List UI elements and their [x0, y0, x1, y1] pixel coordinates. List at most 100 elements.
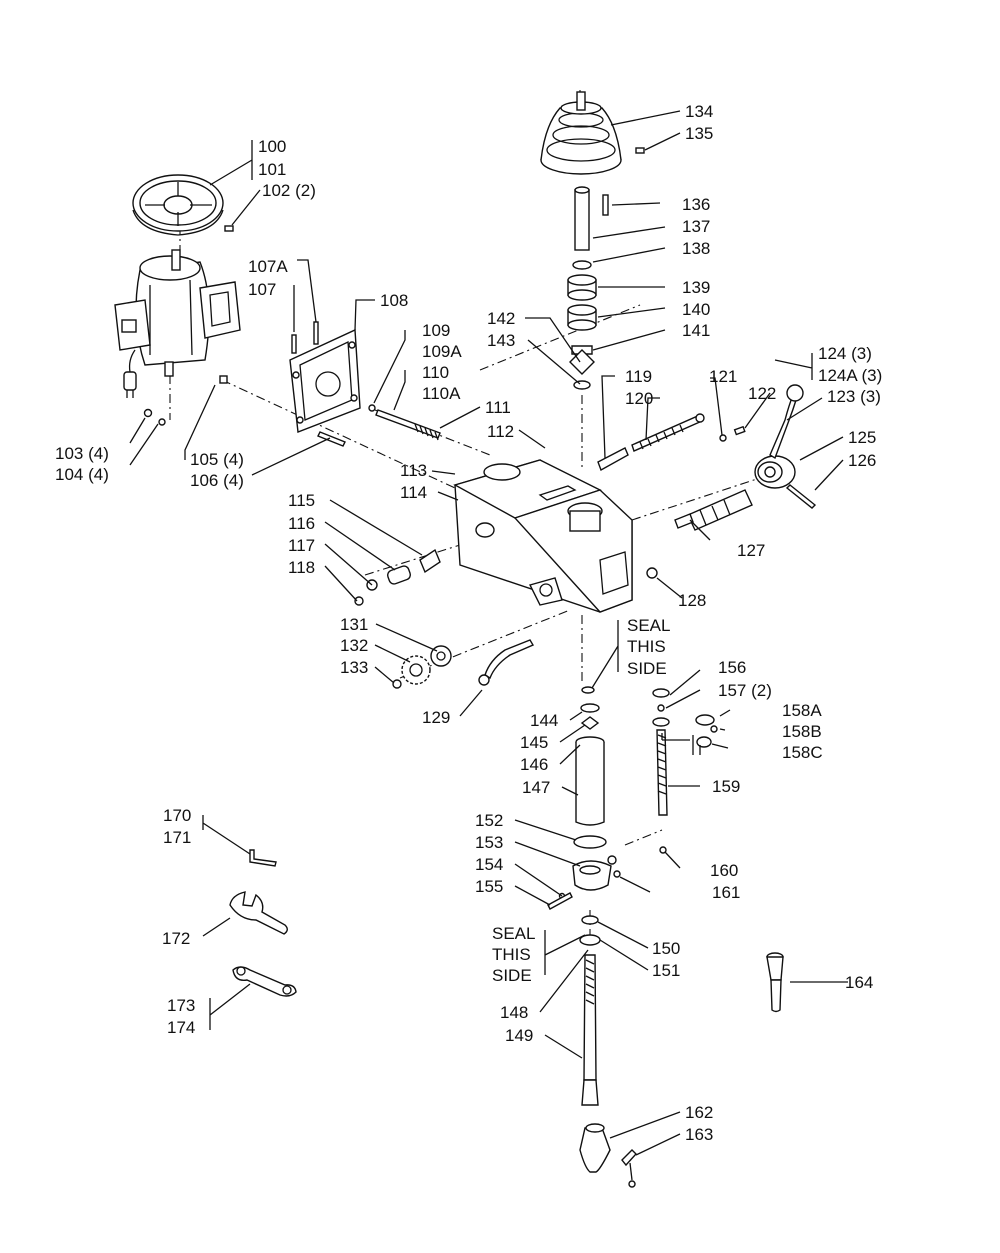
callout-146: 146: [520, 755, 548, 774]
callout-172: 172: [162, 929, 190, 948]
seal-note-top-line2: THIS: [627, 637, 666, 656]
pinion-shaft: [674, 489, 753, 531]
motor-mount-plate: [289, 321, 361, 447]
callout-126: 126: [848, 451, 876, 470]
callout-174: 174: [167, 1018, 195, 1037]
callout-137: 137: [682, 217, 710, 236]
callout-134: 134: [685, 102, 713, 121]
seal-note-top-line3: SIDE: [627, 659, 667, 678]
callout-141: 141: [682, 321, 710, 340]
callout-122: 122: [748, 384, 776, 403]
power-plug: [123, 349, 137, 398]
seal-note-bottom: SEAL THIS SIDE: [492, 924, 535, 985]
depth-stop-rod: [652, 688, 718, 854]
callout-150: 150: [652, 939, 680, 958]
callout-160: 160: [710, 861, 738, 880]
callout-155: 155: [475, 877, 503, 896]
callout-159: 159: [712, 777, 740, 796]
callout-103: 103 (4): [55, 444, 109, 463]
callout-111: 111: [485, 398, 511, 417]
motor-hardware: [143, 225, 234, 426]
callout-162: 162: [685, 1103, 713, 1122]
callout-labels: 100 101 102 (2) 103 (4) 104 (4) 105 (4) …: [55, 102, 882, 1144]
callout-152: 152: [475, 811, 503, 830]
callout-158B: 158B: [782, 722, 822, 741]
spindle-sleeve-stack: [567, 186, 609, 390]
callout-156: 156: [718, 658, 746, 677]
callout-107: 107: [248, 280, 276, 299]
callout-117: 117: [288, 536, 315, 555]
seal-note-top-line1: SEAL: [627, 616, 670, 635]
callout-163: 163: [685, 1125, 713, 1144]
callout-101: 101: [258, 160, 286, 179]
quill-stack: [547, 686, 621, 946]
depth-stop-parts: [354, 548, 441, 606]
spindle-pulley: [540, 91, 645, 175]
callout-110A: 110A: [422, 384, 461, 403]
callout-113: 113: [400, 461, 427, 480]
callout-128: 128: [678, 591, 706, 610]
callout-136: 136: [682, 195, 710, 214]
callout-158A: 158A: [782, 701, 822, 720]
callout-154: 154: [475, 855, 503, 874]
callout-133: 133: [340, 658, 368, 677]
drill-chuck: [579, 1123, 637, 1188]
seal-note-bottom-line1: SEAL: [492, 924, 535, 943]
callout-157: 157 (2): [718, 681, 772, 700]
plug-128: [646, 567, 658, 579]
callout-102: 102 (2): [262, 181, 316, 200]
callout-100: 100: [258, 137, 286, 156]
motor-body: [114, 249, 241, 377]
callout-109: 109: [422, 321, 450, 340]
callout-153: 153: [475, 833, 503, 852]
callout-144: 144: [530, 711, 558, 730]
lever-129: [478, 639, 535, 686]
callout-131: 131: [340, 615, 368, 634]
callout-115: 115: [288, 491, 315, 510]
callout-106: 106 (4): [190, 471, 244, 490]
callout-132: 132: [340, 636, 368, 655]
seal-note-bottom-line3: SIDE: [492, 966, 532, 985]
callout-139: 139: [682, 278, 710, 297]
callout-138: 138: [682, 239, 710, 258]
head-casting: [453, 459, 633, 613]
callout-124: 124 (3): [818, 344, 872, 363]
hex-key: [249, 849, 277, 867]
callout-110: 110: [422, 363, 449, 382]
callout-104: 104 (4): [55, 465, 109, 484]
callout-147: 147: [522, 778, 550, 797]
callout-140: 140: [682, 300, 710, 319]
callout-112: 112: [487, 422, 514, 441]
callout-173: 173: [167, 996, 195, 1015]
callout-143: 143: [487, 331, 515, 350]
callout-107A: 107A: [248, 257, 288, 276]
callout-149: 149: [505, 1026, 533, 1045]
feed-shaft: [597, 413, 746, 472]
feed-hub: [754, 384, 817, 509]
leader-lines: [129, 110, 848, 1156]
callout-135: 135: [685, 124, 713, 143]
adjusting-shaft: [368, 404, 441, 441]
callout-142: 142: [487, 309, 515, 328]
arbor: [766, 952, 784, 1013]
callout-119: 119: [625, 367, 652, 386]
callout-105: 105 (4): [190, 450, 244, 469]
callout-114: 114: [400, 483, 427, 502]
callout-129: 129: [422, 708, 450, 727]
callout-118: 118: [288, 558, 315, 577]
callout-121: 121: [709, 367, 737, 386]
callout-170: 170: [163, 806, 191, 825]
callout-164: 164: [845, 973, 873, 992]
callout-124A: 124A (3): [818, 366, 882, 385]
gear-set: [392, 645, 452, 689]
motor-pulley: [132, 174, 224, 236]
callout-171: 171: [163, 828, 191, 847]
spindle: [581, 954, 599, 1106]
callout-145: 145: [520, 733, 548, 752]
chuck-key-wrench: [232, 966, 297, 997]
spanner-wrench: [229, 891, 288, 935]
seal-note-top: SEAL THIS SIDE: [627, 616, 670, 678]
callout-151: 151: [652, 961, 680, 980]
